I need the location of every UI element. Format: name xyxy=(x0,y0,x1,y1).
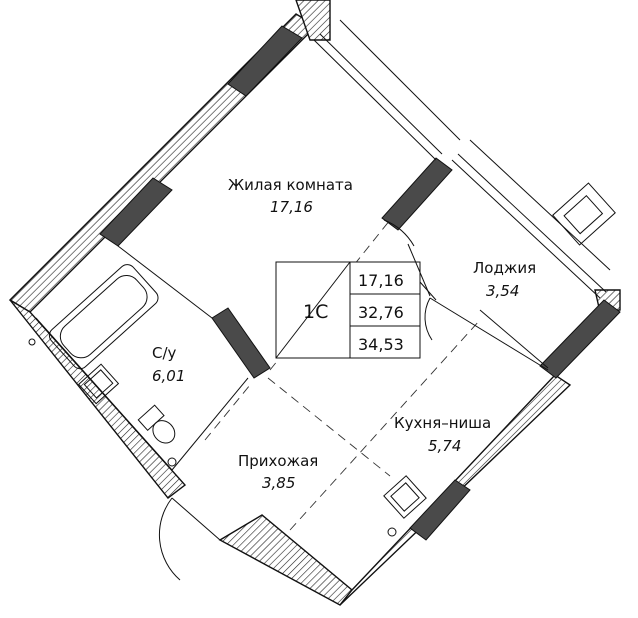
riser-icon xyxy=(167,457,177,467)
windows xyxy=(313,19,611,299)
wall-segment-top xyxy=(227,25,303,97)
bathtub-icon xyxy=(48,264,159,370)
ac-unit-icon xyxy=(552,182,616,246)
room-labels: Жилая комната 17,16 С/у 6,01 Прихожая 3,… xyxy=(152,176,536,492)
toilet-icon xyxy=(137,404,176,444)
sink-icon xyxy=(78,363,120,405)
area-legend: 1С 17,16 32,76 34,53 xyxy=(275,261,421,359)
wall-segment-kitchen-partition xyxy=(381,157,453,231)
room-area-bathroom: 6,01 xyxy=(152,367,185,385)
apartment-type-label: 1С xyxy=(303,301,328,323)
room-name-loggia: Лоджия xyxy=(473,259,536,277)
door-swing-living xyxy=(383,219,437,301)
fixtures xyxy=(28,182,616,537)
room-name-bathroom: С/у xyxy=(152,344,177,362)
wall-segment-bath xyxy=(211,307,271,379)
wall-bottom xyxy=(218,514,353,606)
wall-segment-loggia xyxy=(539,299,621,379)
room-area-living: 17,16 xyxy=(270,198,313,216)
room-area-loggia: 3,54 xyxy=(486,282,519,300)
riser-icon xyxy=(387,527,397,537)
wall-segment-kitchen xyxy=(409,479,471,541)
legend-living-area: 17,16 xyxy=(358,271,404,290)
riser-icon xyxy=(28,338,36,346)
wall-lower-left xyxy=(9,299,187,499)
stove-icon xyxy=(383,475,427,519)
room-name-kitchen: Кухня–ниша xyxy=(394,414,491,432)
room-area-kitchen: 5,74 xyxy=(428,437,461,455)
legend-total-area: 32,76 xyxy=(358,303,404,322)
room-name-living: Жилая комната xyxy=(228,176,353,194)
room-area-hallway: 3,85 xyxy=(262,474,295,492)
legend-total-area-with-loggia: 34,53 xyxy=(358,335,404,354)
structural-walls xyxy=(99,25,621,541)
room-name-hallway: Прихожая xyxy=(238,452,318,470)
wall-top-corner xyxy=(295,0,331,41)
